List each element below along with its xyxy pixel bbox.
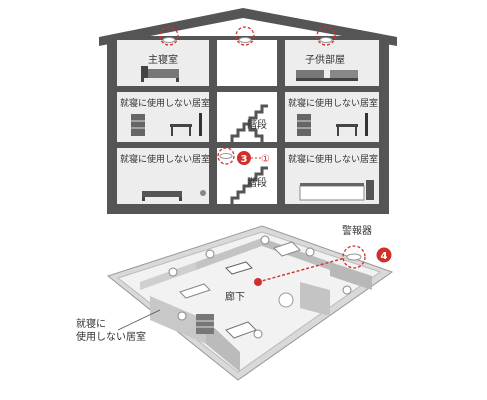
alarm-detector-icon [346, 253, 362, 261]
label-master-bedroom: 主寝室 [148, 53, 178, 66]
house-roof [99, 8, 397, 46]
marker-4-badge [376, 247, 392, 263]
plan-detector [205, 249, 215, 259]
table-icon [278, 292, 294, 308]
desk-icon [336, 113, 368, 136]
label-kids-room: 子供部屋 [305, 53, 345, 66]
detector-icon [219, 153, 233, 159]
label-unused-room-2: 就寝に使用しない居室 [288, 97, 378, 109]
bed-icon [273, 241, 301, 257]
hallway-point [254, 278, 262, 286]
bunk-bed-icon [296, 70, 358, 81]
hallway-distance-line [257, 257, 346, 283]
detector-master-bedroom [159, 26, 179, 46]
bookshelf-icon [297, 114, 311, 136]
floorplan-section: 警報器 4 廊下 就寝に 使用しない居室 [76, 224, 394, 381]
label-unused-room-3: 就寝に使用しない居室 [120, 153, 210, 165]
label-hallway: 廊下 [225, 290, 245, 303]
marker-1-text: ① [261, 154, 270, 165]
room-master-bedroom [117, 40, 209, 86]
plan-detector [168, 267, 178, 277]
plan-detector [260, 235, 270, 245]
wall-block [206, 320, 240, 372]
marker-3-badge [237, 151, 251, 165]
floor-slab [107, 142, 389, 148]
label-unused-room-line1: 就寝に [76, 317, 106, 330]
alarm-detector [342, 245, 366, 269]
label-unused-room-line2: 使用しない居室 [76, 330, 146, 343]
label-stairs-upper: 階段 [247, 118, 267, 131]
bookshelf-icon [196, 314, 214, 334]
detector-icon [238, 37, 252, 43]
kitchen-counter-icon [299, 180, 374, 201]
wall-block [140, 262, 196, 290]
bookshelf-icon [131, 114, 145, 136]
plan-detector [177, 311, 187, 321]
detector-icon [319, 37, 333, 43]
wall-block [300, 282, 330, 316]
room-hall-top [217, 40, 277, 86]
detector-kids-room [316, 26, 336, 46]
label-unused-room-1: 就寝に使用しない居室 [120, 97, 210, 109]
label-alarm: 警報器 [342, 224, 372, 237]
sofa-icon [142, 190, 206, 201]
label-stairs-lower: 階段 [247, 176, 267, 189]
desk-icon [170, 113, 202, 136]
wall-block [196, 238, 262, 270]
bed-icon [141, 66, 179, 82]
house-section: 主寝室 子供部屋 就寝に使用しない居室 就寝に使用しない居室 就寝に使用しない居… [99, 8, 397, 214]
stairs-lower-icon [230, 166, 268, 204]
sofa-icon [179, 283, 211, 299]
plan-detector [305, 247, 315, 257]
marker-4-text: 4 [381, 251, 388, 262]
unused-room-leader [117, 309, 161, 331]
detector-hall-top [235, 26, 255, 46]
bed-icon [225, 261, 253, 275]
floor-slab [107, 86, 389, 92]
marker-3-text: 3 [241, 154, 248, 165]
stairs-upper-icon [244, 122, 264, 142]
wall-block [150, 296, 206, 344]
label-unused-room-4: 就寝に使用しない居室 [288, 153, 378, 165]
stairwell-upper [217, 92, 277, 142]
wall-block [330, 262, 372, 290]
plan-detector [253, 329, 263, 339]
detector-icon [162, 37, 176, 43]
plan-detector [342, 285, 352, 295]
